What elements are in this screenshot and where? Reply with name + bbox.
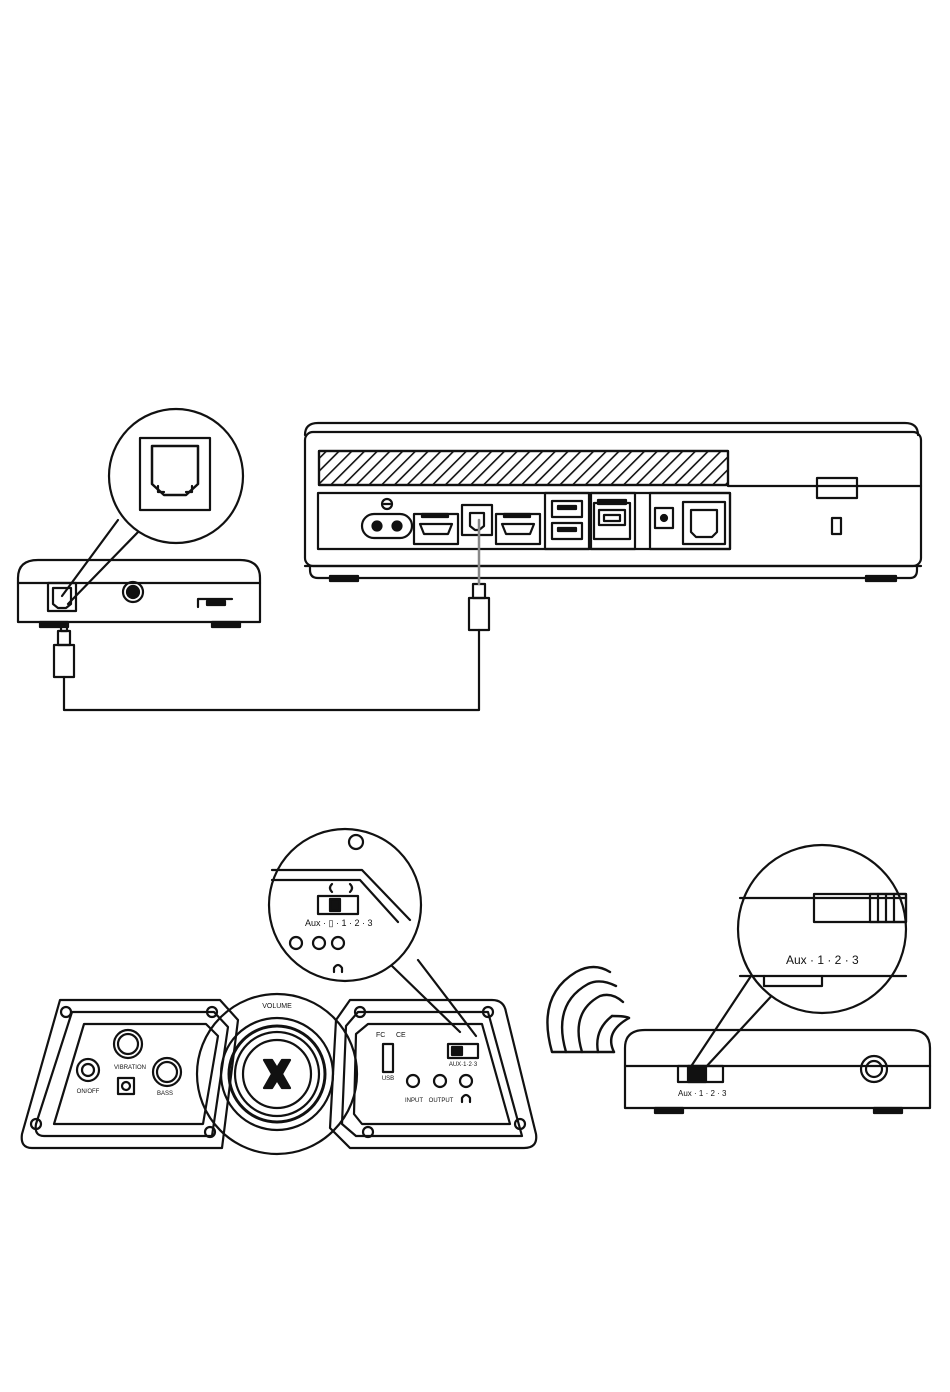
volume-label: VOLUME <box>262 1003 292 1010</box>
bass-knob <box>153 1058 181 1086</box>
input-label: INPUT <box>405 1098 423 1104</box>
receiver-usb-port <box>198 599 232 607</box>
output-jack <box>434 1075 446 1087</box>
console-port-panel <box>318 493 730 549</box>
usb-ports <box>545 493 589 549</box>
headphone-jack <box>460 1075 472 1087</box>
bass-label: BASS <box>157 1091 173 1097</box>
console-vent <box>319 451 728 485</box>
power-port <box>362 499 412 538</box>
receiver-box <box>18 560 260 627</box>
usb-label: USB <box>382 1076 394 1082</box>
transmitter-aux-label: Aux · 1 · 2 · 3 <box>678 1089 727 1098</box>
transmitter-audio-jack <box>861 1056 887 1082</box>
ce-mark: CE <box>396 1032 406 1039</box>
zoom-callout-transmitter-aux: Aux · 1 · 2 · 3 <box>690 845 906 1068</box>
zoom-chair-aux-label: Aux · ▯ · 1 · 2 · 3 <box>305 918 372 928</box>
input-jack <box>407 1075 419 1087</box>
hdmi-out-port <box>414 514 458 544</box>
aux-label-small: AUX·1·2·3 <box>449 1062 478 1068</box>
hdmi-in-port <box>496 514 540 544</box>
brand-x-logo <box>264 1060 290 1088</box>
usb-slot <box>383 1044 393 1072</box>
receiver-power-jack <box>123 582 143 602</box>
ethernet-port <box>591 493 635 549</box>
output-label: OUTPUT <box>429 1098 454 1104</box>
zoom-transmitter-aux-label: Aux · 1 · 2 · 3 <box>786 953 859 967</box>
ir-optical-panel <box>650 493 730 549</box>
dc-jack <box>118 1078 134 1094</box>
onoff-button <box>77 1059 99 1081</box>
transmitter-aux-switch <box>678 1066 723 1082</box>
transmitter-box: Aux · 1 · 2 · 3 <box>625 1030 930 1113</box>
aux-switch-small <box>448 1044 478 1058</box>
vibration-label: VIBRATION <box>114 1065 146 1071</box>
vibration-knob <box>114 1030 142 1058</box>
game-console <box>305 423 921 581</box>
zoom-callout-chair-aux: Aux · ▯ · 1 · 2 · 3 <box>269 829 476 1036</box>
headphone-icon <box>462 1095 470 1102</box>
chair-control-panel: VOLUME ON/OFF VIBRATION BASS FC CE USB <box>22 994 537 1154</box>
onoff-label: ON/OFF <box>77 1089 100 1095</box>
wireless-signal-icon <box>547 967 629 1052</box>
optical-out-port <box>462 505 492 535</box>
zoom-callout-optical-port <box>62 409 243 604</box>
fcc-mark: FC <box>376 1032 385 1039</box>
